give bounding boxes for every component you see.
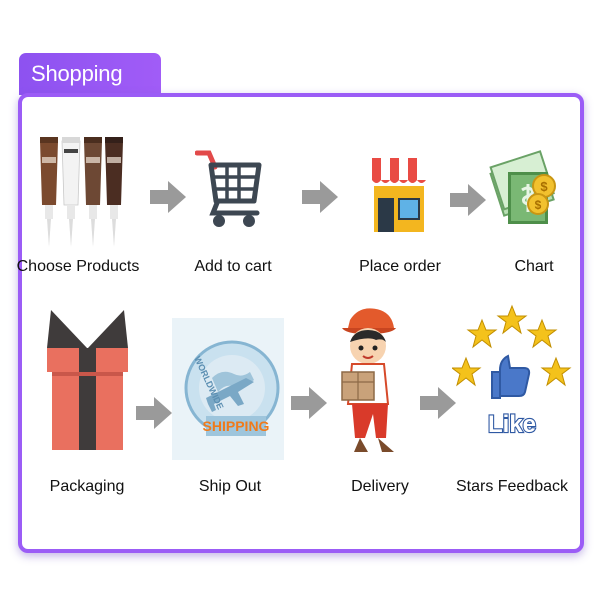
store-icon [372,158,426,232]
arrow-right-icon [136,397,172,429]
shipping-band-text: SHIPPING [203,418,270,434]
svg-text:$: $ [535,198,542,212]
delivery-person-icon [341,308,396,452]
step-label-choose-products: Choose Products [16,258,140,275]
step-label-chart: Chart [514,258,554,275]
svg-text:$: $ [540,179,548,194]
like-text: Like [488,411,536,438]
gift-box-icon [47,310,128,450]
step-label-place-order: Place order [359,258,441,275]
step-label-stars-feedback: Stars Feedback [455,478,569,495]
stars-like-icon: Like [452,305,571,439]
step-label-add-to-cart: Add to cart [194,258,272,275]
step-label-ship-out: Ship Out [198,478,262,495]
arrow-right-icon [450,184,486,216]
shopping-cart-icon [195,150,262,227]
worldwide-shipping-icon: WORLDWIDE SHIPPING [172,318,284,460]
arrow-right-icon [150,181,186,213]
tubes-icon [40,137,123,247]
arrow-right-icon [420,387,456,419]
step-label-packaging: Packaging [49,478,125,495]
arrow-right-icon [302,181,338,213]
step-label-delivery: Delivery [351,478,409,495]
arrow-right-icon [291,387,327,419]
section-title-tab: Shopping Tips [19,53,161,128]
money-icon: $ $ [489,150,556,224]
